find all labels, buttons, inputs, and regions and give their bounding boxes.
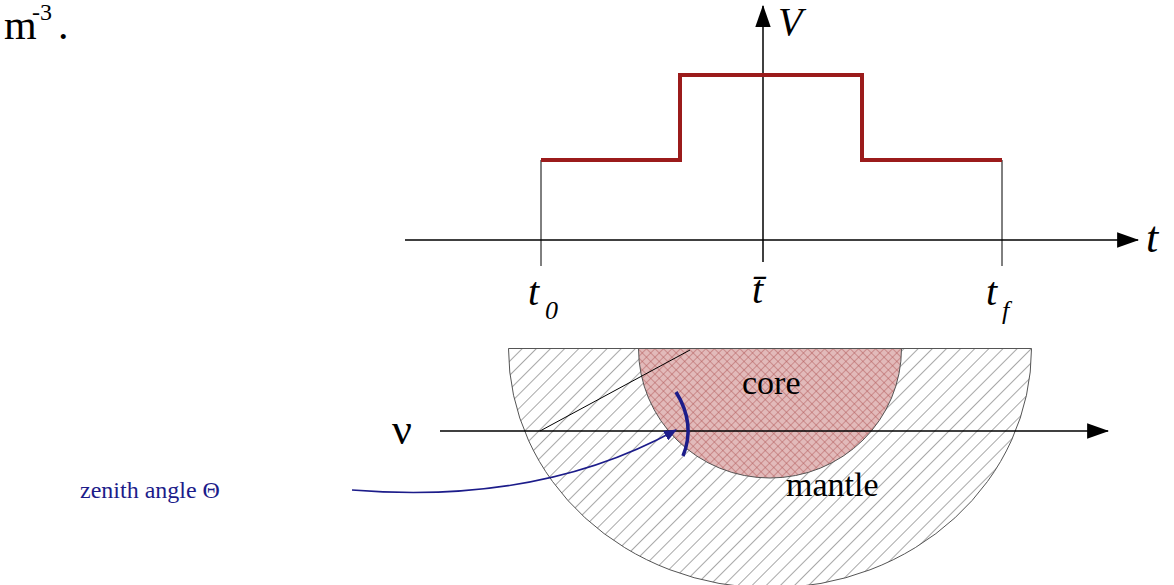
tick-line xyxy=(541,160,542,266)
time-subscript: 0 xyxy=(545,298,558,324)
neutrino-symbol: ν xyxy=(392,408,412,452)
mantle-region: mantlecore xyxy=(508,348,1032,585)
angle-label: zenith angle Θ xyxy=(80,478,220,502)
tick-line xyxy=(1002,160,1003,266)
unit-text: m xyxy=(4,4,37,46)
unit-text: . xyxy=(58,4,69,46)
potential-axis xyxy=(762,6,764,262)
axis-label: t xyxy=(1146,216,1158,260)
step-potential xyxy=(541,75,1002,160)
time-label: t̄ xyxy=(752,270,763,310)
time-axis xyxy=(405,239,1138,241)
time-label: t xyxy=(986,272,997,312)
unit-exponent: -3 xyxy=(32,0,52,24)
time-label: t xyxy=(528,272,539,312)
core-label: core xyxy=(742,366,801,400)
core-region: core xyxy=(638,348,902,478)
axis-label: V xyxy=(778,2,802,42)
time-subscript: f xyxy=(1002,298,1009,324)
